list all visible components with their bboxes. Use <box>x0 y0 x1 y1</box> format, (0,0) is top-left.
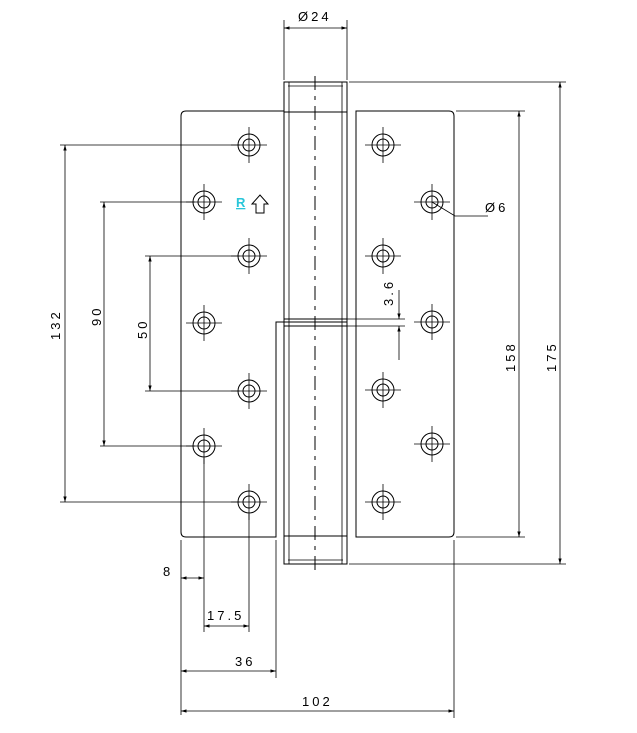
dim-hole-diameter: Ø6 <box>431 200 508 217</box>
dim-158-text: 158 <box>503 341 518 372</box>
dim-90: 90 <box>89 201 195 447</box>
dim-3-6: 3.6 <box>347 279 405 360</box>
hole <box>186 305 222 341</box>
dim-175: 175 <box>349 81 566 565</box>
hole <box>414 304 450 340</box>
dim-8-text: 8 <box>163 564 173 579</box>
dim-pin-diameter: Ø24 <box>283 9 348 80</box>
dim-50-text: 50 <box>135 319 150 339</box>
dim-158: 158 <box>456 110 525 538</box>
hole <box>231 238 267 274</box>
direction-mark-label: R <box>236 195 246 210</box>
right-leaf-outline <box>355 110 455 538</box>
hole <box>365 484 401 520</box>
dim-132: 132 <box>48 144 240 503</box>
hole <box>365 127 401 163</box>
dim-36-text: 36 <box>235 654 255 669</box>
hole <box>365 372 401 408</box>
right-leaf-holes <box>365 127 450 520</box>
dim-36: 36 <box>181 540 277 678</box>
dim-102: 102 <box>181 540 455 718</box>
left-leaf-outline <box>180 110 285 538</box>
hinge-knuckle <box>283 76 348 570</box>
dim-50: 50 <box>135 255 240 392</box>
hole <box>414 426 450 462</box>
up-arrow-icon <box>250 194 270 214</box>
left-leaf-holes <box>186 127 267 520</box>
dim-hole-diameter-text: Ø6 <box>485 200 508 215</box>
dim-17-5-text: 17.5 <box>207 608 244 623</box>
hole <box>365 238 401 274</box>
dim-102-text: 102 <box>302 694 333 709</box>
dim-90-text: 90 <box>89 306 104 326</box>
dim-175-text: 175 <box>544 341 559 372</box>
dim-132-text: 132 <box>48 309 63 340</box>
dim-8: 8 <box>163 458 205 715</box>
dim-17-5: 17.5 <box>203 514 250 632</box>
dim-pin-diameter-text: Ø24 <box>298 9 332 24</box>
hole <box>231 127 267 163</box>
dim-3-6-text: 3.6 <box>381 279 396 306</box>
